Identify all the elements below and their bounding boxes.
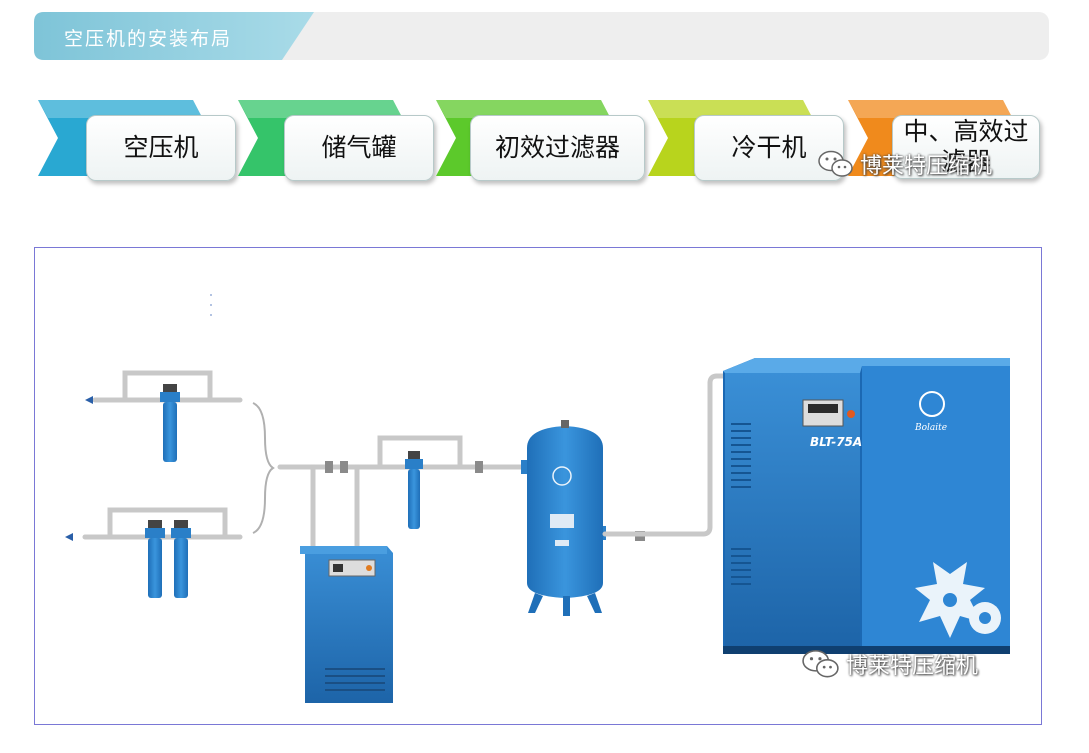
process-step-4: 冷干机	[648, 98, 853, 188]
wechat-icon	[802, 650, 839, 678]
process-step-2: 储气罐	[238, 98, 443, 188]
compressor-outlet-pipe	[602, 373, 748, 537]
step-label: 冷干机	[731, 133, 807, 162]
installation-diagram: BLT-75A Bolaite	[34, 247, 1042, 725]
step-label-box: 空压机	[86, 115, 236, 181]
filter-bottom-2	[171, 520, 191, 598]
filter-bottom-1	[145, 520, 165, 598]
outlet-arrow-bottom	[65, 533, 73, 541]
branch-brace	[252, 402, 275, 534]
brand-logo-icon	[919, 391, 945, 417]
section-title: 空压机的安装布局	[64, 28, 233, 50]
step-label: 储气罐	[321, 133, 397, 162]
step-label-box: 储气罐	[284, 115, 434, 181]
step-label: 中、高效过滤器	[903, 117, 1029, 176]
process-step-3: 初效过滤器	[436, 98, 651, 188]
installation-diagram-svg: BLT-75A Bolaite	[65, 294, 1010, 703]
watermark-bottom: 博莱特压缩机	[802, 648, 978, 680]
filter-top	[160, 384, 180, 462]
wechat-icon	[818, 150, 853, 177]
compressor-brand-label: Bolaite	[914, 423, 947, 433]
step-label: 空压机	[123, 133, 199, 162]
process-step-5: 中、高效过滤器	[848, 98, 1048, 188]
step-label-box: 初效过滤器	[470, 115, 645, 181]
process-step-1: 空压机	[38, 98, 243, 188]
primary-filter	[405, 451, 423, 529]
outlet-arrow-top	[85, 396, 93, 404]
compressor-model-label: BLT-75A	[810, 435, 862, 449]
refrigerated-dryer	[300, 546, 393, 703]
air-compressor: BLT-75A Bolaite	[723, 358, 1010, 654]
step-label-box: 中、高效过滤器	[892, 115, 1040, 179]
section-header-tab	[34, 12, 314, 60]
dotted-mark	[210, 294, 212, 316]
watermark-text: 博莱特压缩机	[846, 654, 979, 679]
watermark-text: 博莱特压缩机	[860, 154, 993, 179]
step-label: 初效过滤器	[494, 133, 620, 162]
air-receiver-tank	[521, 420, 606, 616]
watermark-top: 博莱特压缩机	[818, 148, 992, 180]
main-pipe	[277, 435, 528, 549]
step-label-box: 冷干机	[694, 115, 844, 181]
